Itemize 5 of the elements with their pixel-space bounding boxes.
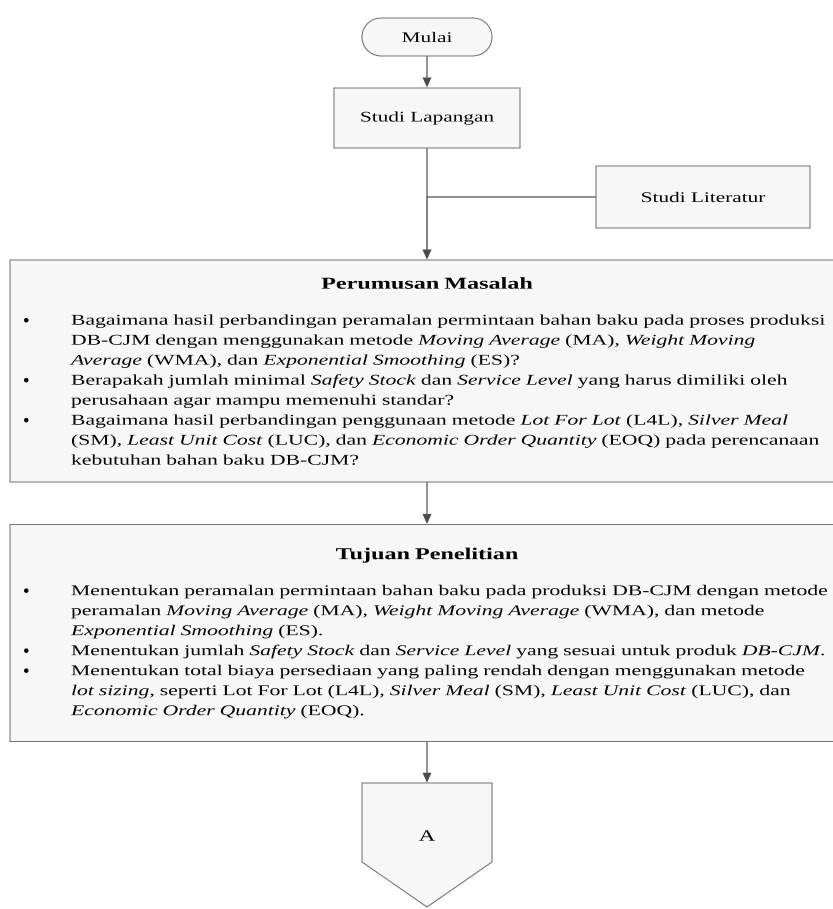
text-box: Perumusan Masalah Bagaimana hasil perbandingan peramalan permintaan bahan baku pada proses produksi DB-CJM dengan menggunakan metode Moving Average (MA), Weight Moving Average (WMA), dan Exponential Smoothing (ES)? Berapakah jumlah minimal Safety Stock dan Service Level yang harus dimiliki oleh perusahaan agar mampu memenuhi standar? Bagaimana hasil perbandingan penggunaan metode Lot For Lot (L4L), Silver Meal (SM), Least Unit Cost (LUC), dan Economic Order Quantity (EOQ) pada perencanaan kebutuhan bahan baku DB-CJM? <box>9 259 833 483</box>
process-box: Studi Literatur <box>595 165 811 229</box>
process-box: Studi Lapangan <box>333 87 521 149</box>
offpage-connector: A <box>361 782 493 908</box>
text-box: Tujuan Penelitian Menentukan peramalan permintaan bahan baku pada produksi DB-CJM dengan metode peramalan Moving Average (MA), Weight Moving Average (WMA), dan metode Exponential Smoothing (ES). Menentukan jumlah Safety Stock dan Service Level yang sesuai untuk produk DB-CJM. Menentukan total biaya persediaan yang paling rendah dengan menggunakan metode lot sizing, seperti Lot For Lot (L4L), Silver Meal (SM), Least Unit Cost (LUC), dan Economic Order Quantity (EOQ). <box>9 524 833 742</box>
